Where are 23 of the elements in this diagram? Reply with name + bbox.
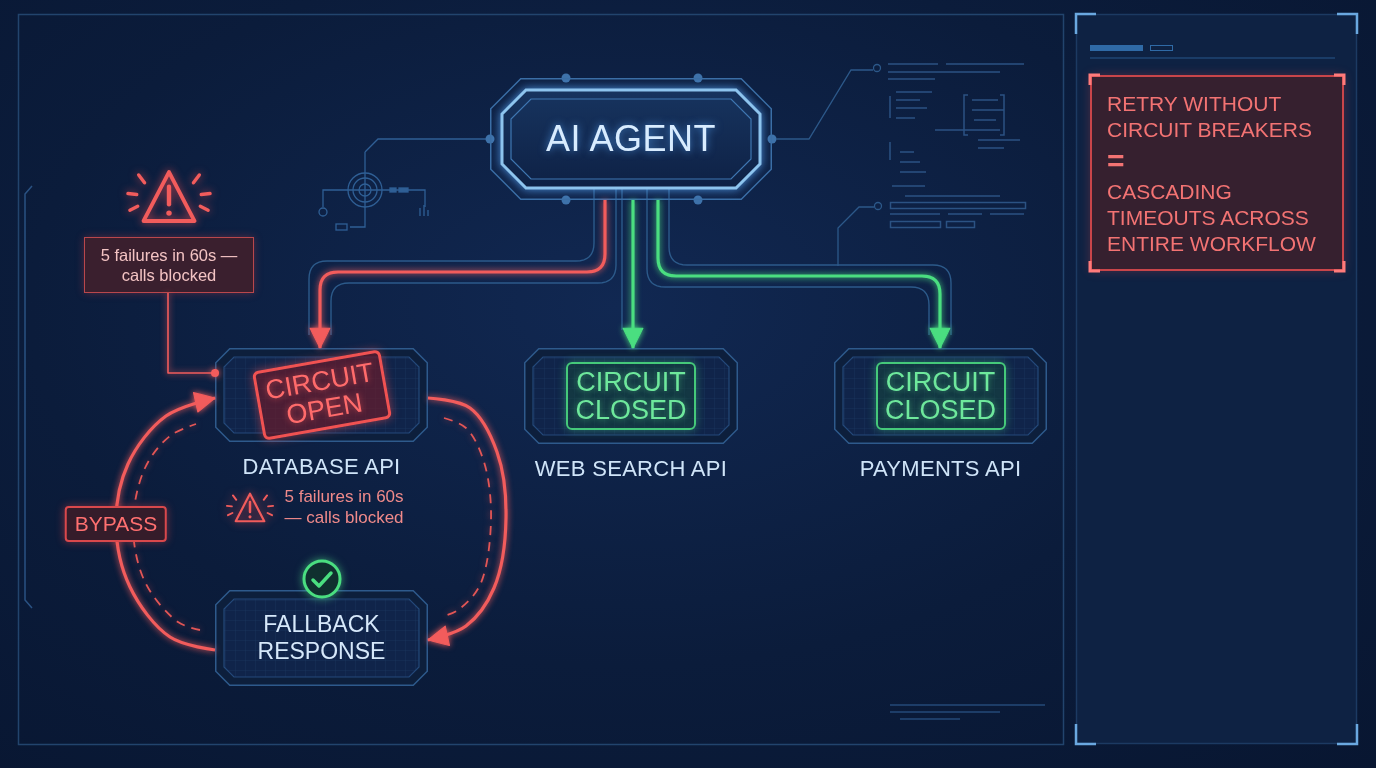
note-text: CASCADING TIMEOUTS ACROSS ENTIRE WORKFLOW [1107,179,1317,257]
warning-note-box [1090,75,1344,271]
status-stamp: CIRCUIT CLOSED [875,362,1006,430]
leader-line [167,292,220,378]
arrow [309,200,607,349]
status-stamp: CIRCUIT CLOSED [566,362,696,430]
callout-box [84,237,254,293]
node-label: AI AGENT [545,118,716,160]
status-stamp: CIRCUIT OPEN [251,349,392,441]
arrow [656,200,951,349]
service-name: WEB SEARCH API [534,456,728,482]
service-name: DATABASE API [242,454,401,480]
service-name: PAYMENTS API [859,456,1022,482]
node-label: FALLBACK RESPONSE [256,611,387,665]
callout-text: 5 failures in 60s — calls blocked [99,245,239,285]
arrow [622,200,644,349]
arrow [114,392,216,652]
edge-label: BYPASS [64,506,168,543]
note-text: RETRY WITHOUT CIRCUIT BREAKERS [1107,91,1313,143]
warning-text: 5 failures in 60s — calls blocked [284,486,405,528]
equals-sign: = [1107,147,1125,175]
fallback-panel [215,590,428,686]
arrow [427,396,508,646]
